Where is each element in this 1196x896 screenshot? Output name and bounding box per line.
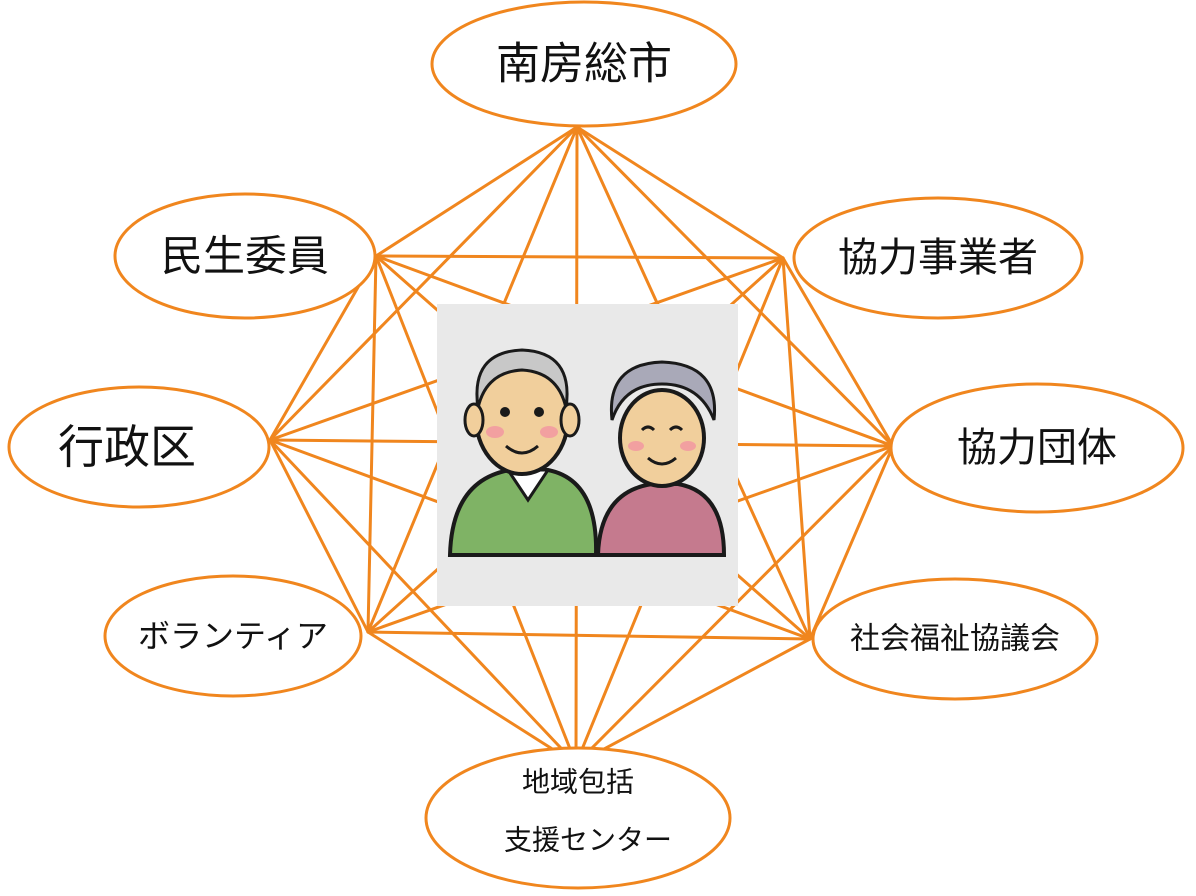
- connection-line: [575, 125, 785, 260]
- node-ellipse: [889, 382, 1185, 514]
- node-n5: ボランティア: [103, 574, 363, 698]
- node-label: 社会福祉協議会: [850, 622, 1060, 657]
- elderly-man-figure: [447, 348, 599, 557]
- connection-line: [574, 637, 812, 766]
- elderly-couple-icon: [437, 304, 738, 606]
- node-ellipse: [430, 0, 738, 128]
- node-label: 民生委員: [161, 232, 329, 281]
- connection-line: [366, 630, 812, 641]
- node-label: 協力団体: [957, 425, 1117, 471]
- node-n0: 南房総市: [430, 0, 738, 128]
- connection-line: [268, 438, 578, 766]
- connection-line: [781, 256, 895, 448]
- node-n3: 社会福祉協議会: [811, 577, 1099, 701]
- connection-line: [374, 125, 579, 258]
- node-ellipse: [103, 574, 363, 698]
- node-label: 南房総市: [496, 39, 672, 90]
- node-label: ボランティア: [138, 617, 328, 655]
- node-n6: 行政区: [7, 385, 271, 509]
- node-n7: 民生委員: [113, 192, 377, 320]
- connection-line: [374, 254, 785, 260]
- node-label: 行政区: [58, 420, 196, 474]
- node-n1: 協力事業者: [792, 196, 1084, 320]
- node-ellipse: [792, 196, 1084, 320]
- connection-line: [268, 438, 370, 634]
- node-label: 地域包括: [522, 766, 634, 799]
- connection-line: [366, 630, 578, 766]
- node-label: 支援センター: [504, 824, 672, 857]
- node-ellipse: [7, 385, 271, 509]
- connection-line: [366, 254, 378, 634]
- connection-line: [808, 444, 895, 641]
- node-ellipse: [424, 746, 732, 890]
- node-label: 協力事業者: [838, 235, 1038, 281]
- node-n2: 協力団体: [889, 382, 1185, 514]
- node-ellipse: [113, 192, 377, 320]
- node-ellipse: [811, 577, 1099, 701]
- elderly-woman-figure: [595, 360, 727, 557]
- connection-line: [781, 256, 812, 641]
- connection-line: [268, 125, 579, 442]
- connection-line: [575, 125, 895, 448]
